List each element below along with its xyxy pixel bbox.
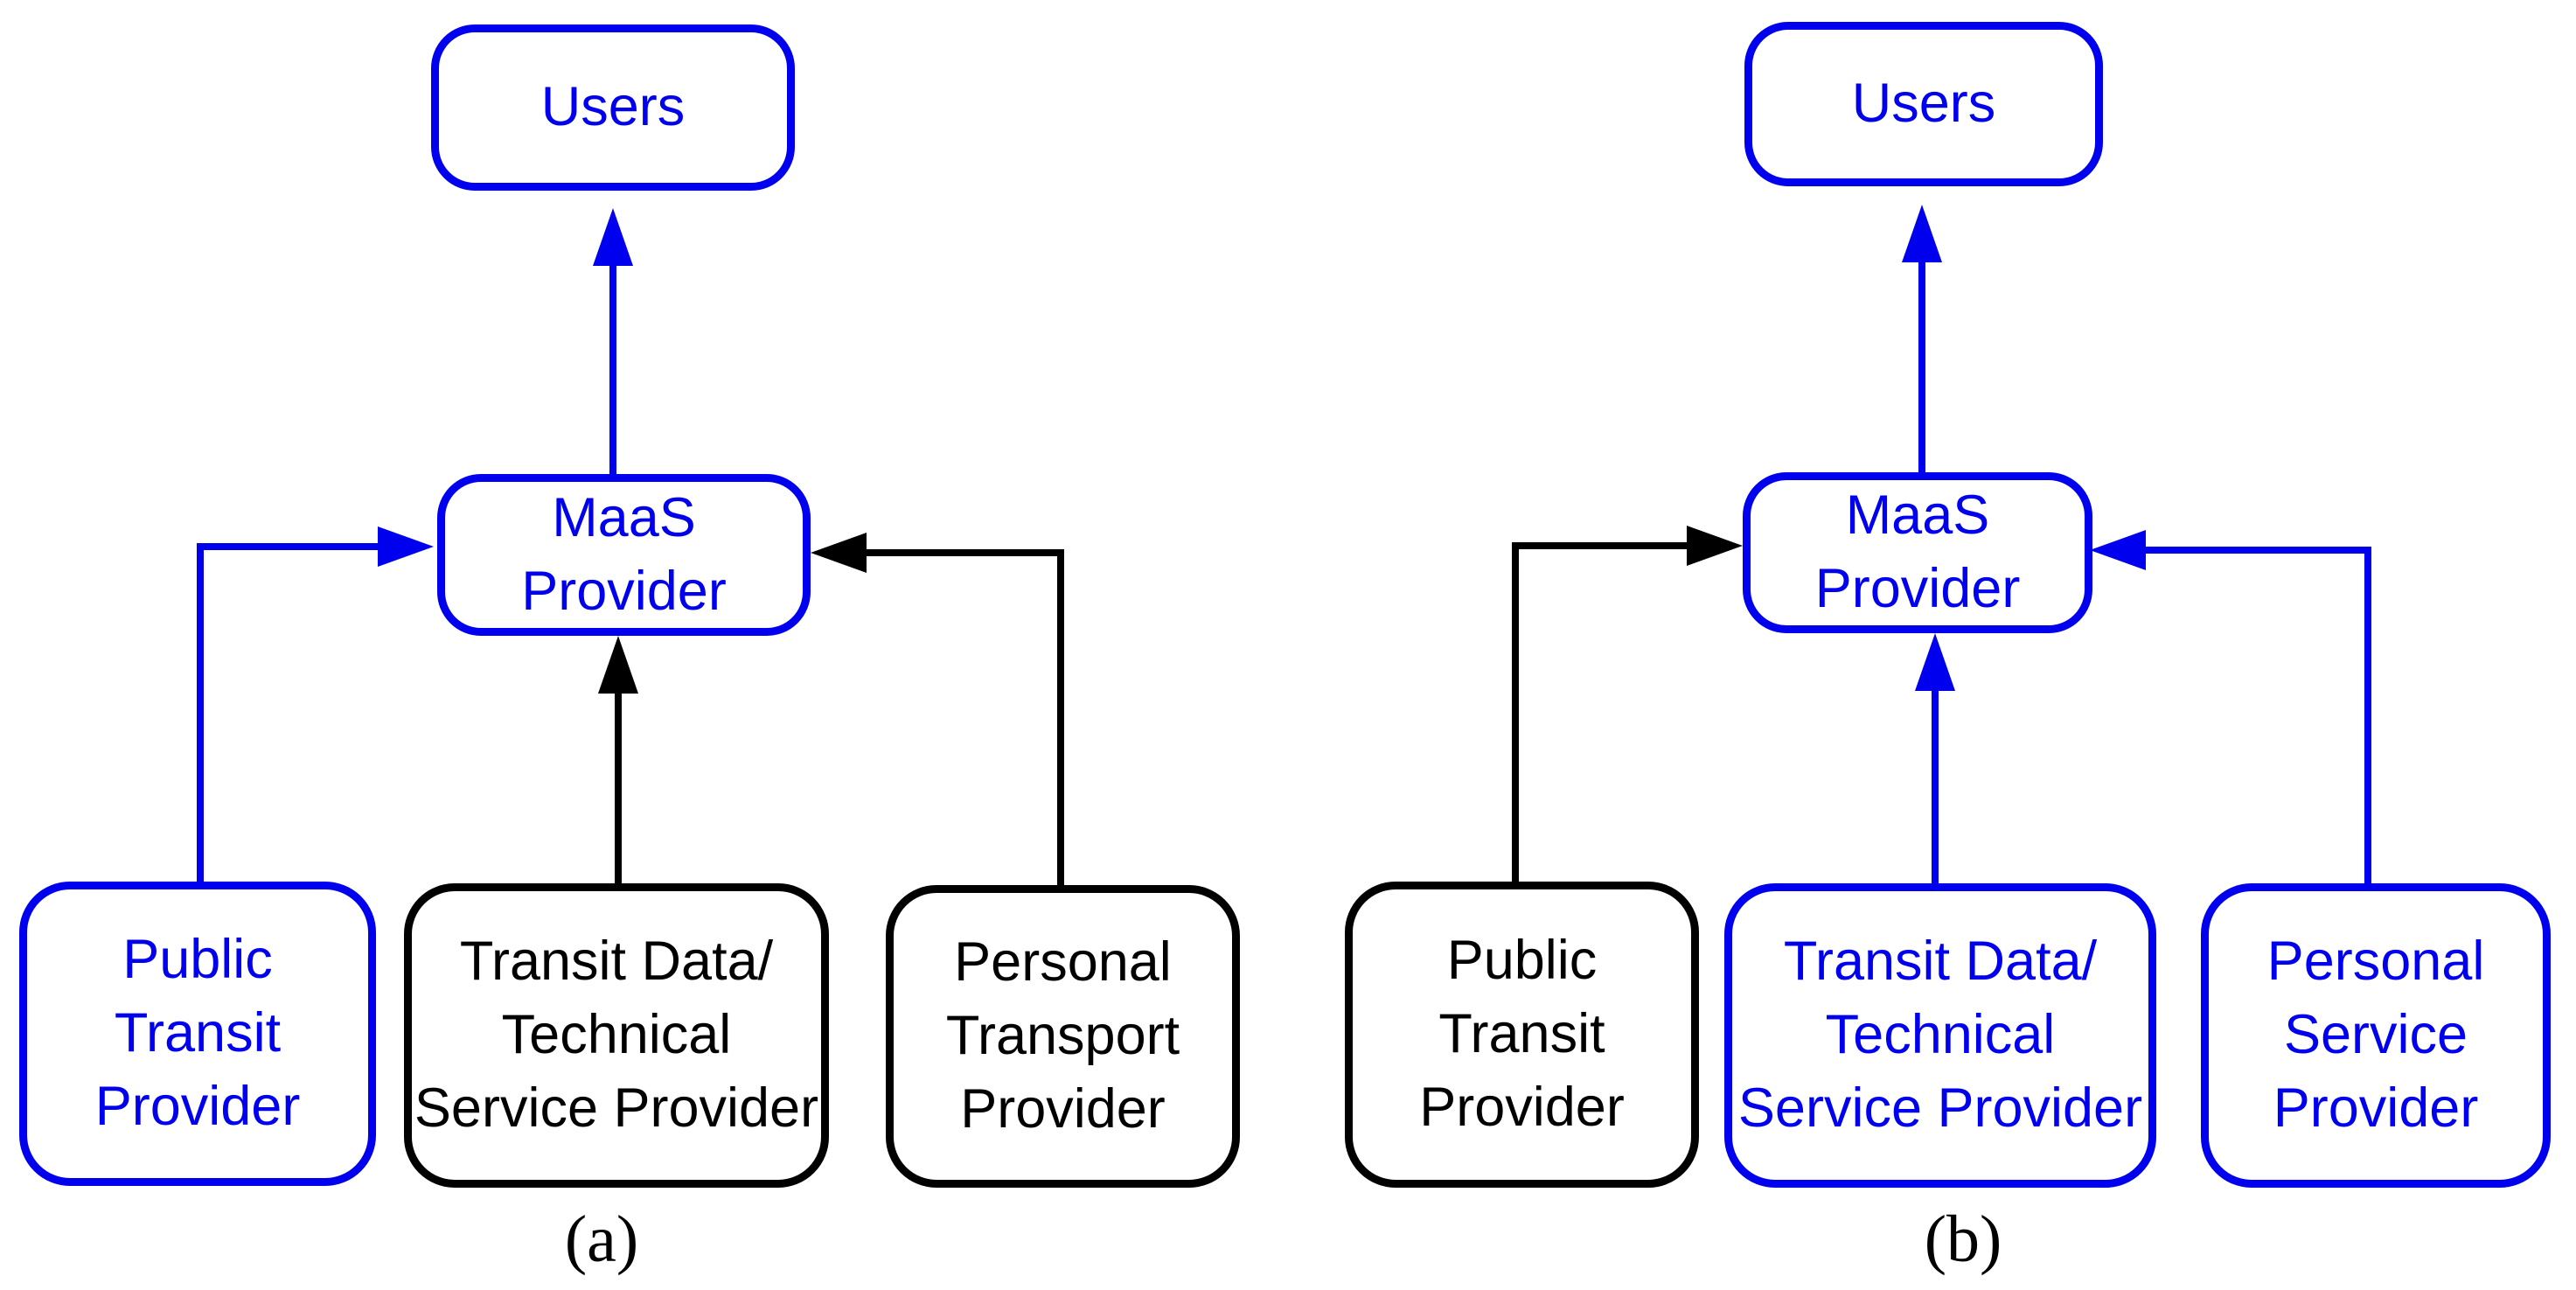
- arrowhead-left-icon: [811, 533, 867, 573]
- arrow-elbow-line: [197, 543, 381, 882]
- node-transit-data-service-provider-a: Transit Data/ Technical Service Provider: [404, 883, 829, 1188]
- node-label: Users: [540, 76, 686, 138]
- node-maas-provider-a: MaaS Provider: [437, 474, 811, 636]
- arrowhead-right-icon: [1687, 526, 1743, 566]
- arrowhead-right-icon: [378, 526, 434, 567]
- node-label: Personal Transport Provider: [945, 931, 1180, 1140]
- node-label: MaaS Provider: [1814, 485, 2021, 619]
- node-users-a: Users: [431, 24, 795, 191]
- arrow-elbow-line: [1512, 542, 1694, 882]
- arrowhead-up-icon: [1915, 633, 1955, 691]
- arrowhead-up-icon: [598, 636, 638, 694]
- caption-a: (a): [564, 1203, 639, 1276]
- arrow-public-transit-to-maas-a: [197, 526, 434, 882]
- arrow-elbow-line: [867, 549, 1064, 885]
- node-label: Public Transit Provider: [1419, 930, 1625, 1138]
- caption-b: (b): [1924, 1203, 2002, 1276]
- arrow-elbow-line: [2142, 547, 2371, 885]
- node-public-transit-provider-a: Public Transit Provider: [19, 882, 376, 1186]
- arrow-transit-data-to-maas-a: [598, 636, 638, 883]
- arrow-maas-to-users-a: [593, 208, 633, 474]
- node-personal-service-provider-b: Personal Service Provider: [2201, 883, 2551, 1188]
- node-public-transit-provider-b: Public Transit Provider: [1345, 882, 1699, 1188]
- node-maas-provider-b: MaaS Provider: [1743, 472, 2092, 633]
- arrowhead-left-icon: [2090, 530, 2146, 570]
- node-label: Public Transit Provider: [94, 929, 301, 1137]
- arrow-public-transit-to-maas-b: [1512, 526, 1743, 882]
- node-label: Users: [1851, 73, 1996, 135]
- arrowhead-up-icon: [1902, 205, 1942, 262]
- node-personal-transport-provider-a: Personal Transport Provider: [886, 885, 1240, 1188]
- node-label: MaaS Provider: [521, 486, 727, 622]
- node-label: Personal Service Provider: [2266, 931, 2485, 1139]
- node-label: Transit Data/ Technical Service Provider: [1737, 931, 2143, 1139]
- arrow-personal-service-to-maas-b: [2090, 530, 2371, 885]
- node-transit-data-service-provider-b: Transit Data/ Technical Service Provider: [1724, 883, 2156, 1188]
- node-users-b: Users: [1744, 22, 2103, 186]
- arrow-transit-data-to-maas-b: [1915, 633, 1955, 883]
- arrow-personal-transport-to-maas-a: [811, 533, 1064, 885]
- node-label: Transit Data/ Technical Service Provider: [414, 931, 819, 1139]
- arrow-maas-to-users-b: [1902, 205, 1942, 472]
- arrowhead-up-icon: [593, 208, 633, 266]
